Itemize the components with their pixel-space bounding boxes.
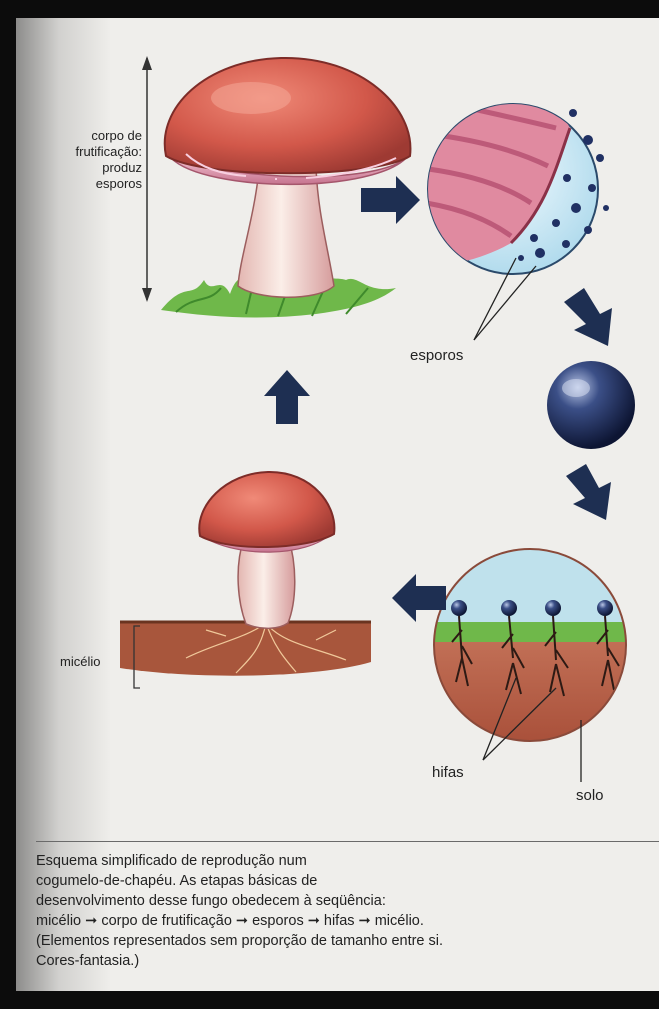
- young-cap: [199, 472, 334, 547]
- spores-label: esporos: [410, 348, 463, 364]
- fruiting-body-label-line-2: frutificação:: [46, 144, 142, 160]
- young-mushroom-with-mycelium: [120, 472, 371, 676]
- page-border-left: [0, 0, 16, 1009]
- arrow-down-2: [566, 464, 611, 520]
- fruiting-body-label-line-3: produz: [46, 160, 142, 176]
- mycelium-soil: [120, 622, 371, 676]
- hyphae-label: hifas: [432, 765, 464, 781]
- caption-line-6: Cores-fantasia.): [36, 951, 646, 971]
- mycelium-label: micélio: [60, 654, 100, 670]
- single-spore: [547, 361, 635, 449]
- caption-line-3: desenvolvimento desse fungo obedecem à s…: [36, 891, 646, 911]
- figure-caption: Esquema simplificado de reprodução num c…: [36, 851, 646, 971]
- caption-line-4: micélio ➞ corpo de frutificação ➞ esporo…: [36, 911, 646, 931]
- arrow-up: [264, 370, 310, 424]
- fruiting-body-label-line-4: esporos: [46, 176, 142, 192]
- fruiting-body-label-line-1: corpo de: [46, 128, 142, 144]
- height-indicator-arrow: [142, 56, 152, 302]
- caption-divider: [36, 841, 659, 842]
- arrow-right: [361, 176, 420, 224]
- page-border-bottom: [0, 991, 659, 1009]
- arrow-down-1: [564, 288, 612, 346]
- fruiting-body-mushroom: [161, 58, 410, 318]
- cap: [165, 58, 411, 173]
- soil-label: solo: [576, 788, 604, 804]
- stem: [238, 168, 334, 297]
- fruiting-body-label: corpo de frutificação: produz esporos: [46, 128, 142, 192]
- page-border-top: [0, 0, 659, 18]
- caption-line-5: (Elementos representados sem proporção d…: [36, 931, 646, 951]
- textbook-page: corpo de frutificação: produz esporos es…: [16, 18, 659, 991]
- hyphae-soil-circle: [426, 543, 646, 743]
- caption-line-1: Esquema simplificado de reprodução num: [36, 851, 646, 871]
- spore-magnification-circle: [416, 78, 609, 274]
- caption-line-2: cogumelo-de-chapéu. As etapas básicas de: [36, 871, 646, 891]
